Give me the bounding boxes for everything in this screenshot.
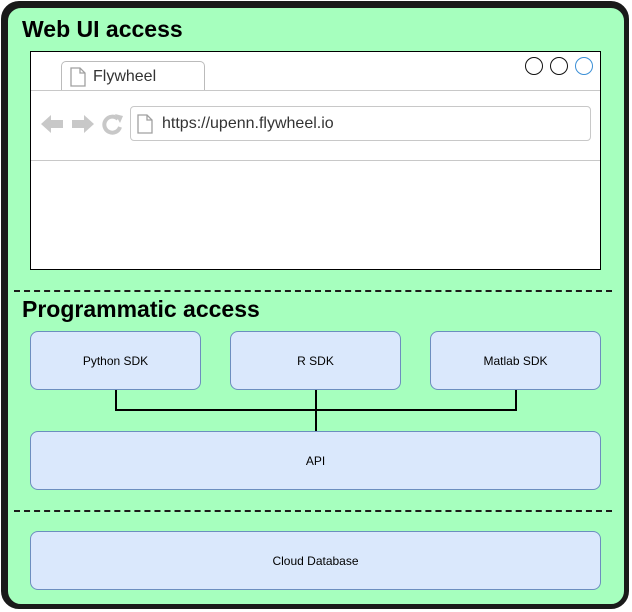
refresh-icon[interactable] <box>101 113 125 135</box>
tab-label: Flywheel <box>93 68 157 85</box>
r-sdk-box: R SDK <box>230 331 401 390</box>
section-divider-2 <box>14 510 612 512</box>
address-bar[interactable]: https://upenn.flywheel.io <box>130 106 591 141</box>
url-text: https://upenn.flywheel.io <box>162 115 334 132</box>
tab-bar-divider <box>31 90 600 91</box>
python-sdk-label: Python SDK <box>82 353 149 368</box>
browser-tab[interactable]: Flywheel <box>61 61 205 91</box>
window-button-3[interactable] <box>575 57 593 75</box>
section-title-programmatic: Programmatic access <box>22 296 260 322</box>
forward-arrow-icon[interactable] <box>71 113 95 135</box>
cloud-database-box: Cloud Database <box>30 531 601 590</box>
section-divider-1 <box>14 290 612 292</box>
r-sdk-label: R SDK <box>297 353 334 368</box>
matlab-sdk-box: Matlab SDK <box>430 331 601 390</box>
toolbar-divider <box>31 160 600 161</box>
sdk-connector <box>115 390 517 431</box>
cloud-database-label: Cloud Database <box>272 553 359 568</box>
api-box: API <box>30 431 601 490</box>
python-sdk-box: Python SDK <box>30 331 201 390</box>
browser-window: Flywheel https://upenn.flywheel.io <box>30 51 601 270</box>
document-icon <box>70 67 86 87</box>
api-label: API <box>305 453 326 468</box>
matlab-sdk-label: Matlab SDK <box>483 353 548 368</box>
page-icon <box>137 114 153 134</box>
window-button-1[interactable] <box>525 57 543 75</box>
window-button-2[interactable] <box>550 57 568 75</box>
back-arrow-icon[interactable] <box>40 113 64 135</box>
section-title-web-ui: Web UI access <box>22 16 183 42</box>
